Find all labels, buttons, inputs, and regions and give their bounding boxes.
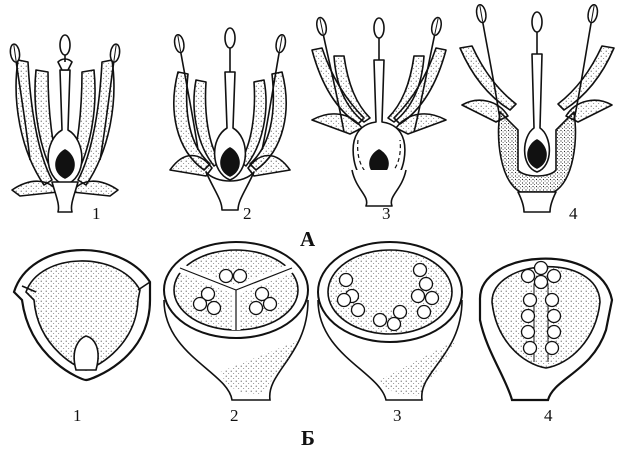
ovary-3 [318, 242, 462, 400]
flower-2-number: 2 [243, 205, 252, 222]
ovary-4-number: 4 [544, 407, 553, 424]
ovary-1-number: 1 [73, 407, 82, 424]
flower-2 [170, 28, 290, 210]
flower-1 [9, 35, 120, 212]
ovary-3-number: 3 [393, 407, 402, 424]
ovary-2 [164, 242, 308, 400]
ovary-1 [14, 250, 150, 380]
flower-3 [312, 17, 446, 206]
flower-4-number: 4 [569, 205, 578, 222]
ovary-4 [480, 259, 612, 400]
row-a-label: А [300, 229, 315, 250]
row-b-label: Б [301, 428, 315, 449]
flower-4 [460, 4, 614, 212]
flower-1-number: 1 [92, 205, 101, 222]
flower-3-number: 3 [382, 205, 391, 222]
ovary-2-number: 2 [230, 407, 239, 424]
